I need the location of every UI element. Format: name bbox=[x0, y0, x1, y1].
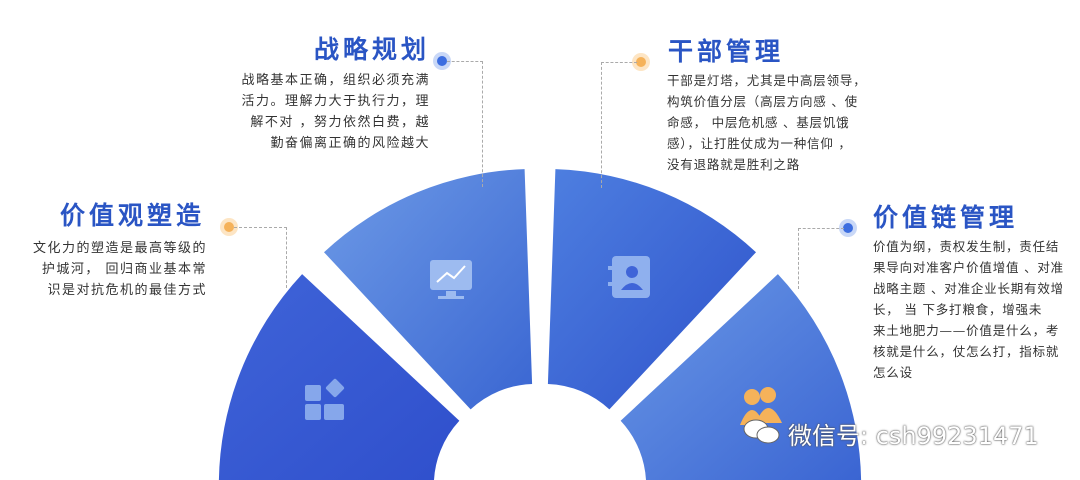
desc-line: 解不对 ，努力依然白费，越 bbox=[250, 115, 430, 130]
segment-strategy bbox=[323, 169, 533, 410]
wechat-people-icon bbox=[740, 387, 782, 444]
connector-line bbox=[447, 61, 483, 187]
desc-line: 价值为纲，责权发生制，责任结 bbox=[873, 239, 1060, 254]
connector-line bbox=[234, 227, 287, 288]
connector-line bbox=[798, 228, 844, 289]
desc-line: 命感， 中层危机感 、基层饥饿 bbox=[667, 115, 850, 130]
desc-line: 战略基本正确，组织必须充满 bbox=[241, 73, 430, 88]
section-title-values: 价值观塑造 bbox=[59, 201, 205, 230]
desc-line: 活力。理解力大于执行力，理 bbox=[241, 94, 430, 109]
desc-line: 战略主题 、对准企业长期有效增 bbox=[873, 281, 1064, 296]
section-desc-cadres: 干部是灯塔，尤其是中高层领导， 构筑价值分层（高层方向感 、使 命感， 中层危机… bbox=[667, 70, 887, 175]
watermark: 微信号: csh99231471 bbox=[788, 422, 1039, 450]
segment-value-chain bbox=[620, 274, 862, 480]
desc-line: 核就是什么，仗怎么打，指标就 bbox=[873, 344, 1060, 359]
segment-values bbox=[218, 274, 460, 480]
desc-line: 识是对抗危机的最佳方式 bbox=[47, 283, 207, 298]
connector-dot bbox=[636, 57, 646, 67]
desc-line: 长， 当 下多打粮食，增强未 bbox=[873, 302, 1043, 317]
section-desc-strategy: 战略基本正确，组织必须充满 活力。理解力大于执行力，理 解不对 ，努力依然白费，… bbox=[220, 70, 430, 154]
desc-line: 怎么设 bbox=[873, 365, 913, 380]
desc-line: 干部是灯塔，尤其是中高层领导， bbox=[667, 73, 867, 88]
desc-line: 勤奋偏离正确的风险越大 bbox=[270, 136, 430, 151]
section-desc-value-chain: 价值为纲，责权发生制，责任结 果导向对准客户价值增值 、对准 战略主题 、对准企… bbox=[873, 236, 1080, 383]
segment-cadres bbox=[547, 169, 757, 410]
desc-line: 构筑价值分层（高层方向感 、使 bbox=[667, 94, 858, 109]
section-title-cadres: 干部管理 bbox=[668, 37, 785, 66]
connector-line bbox=[601, 62, 637, 188]
section-title-strategy: 战略规划 bbox=[313, 35, 430, 64]
monitor-chart-icon bbox=[430, 260, 472, 299]
connector-dot bbox=[843, 223, 853, 233]
desc-line: 来土地肥力——价值是什么，考 bbox=[873, 323, 1060, 338]
section-desc-values: 文化力的塑造是最高等级的 护城河， 回归商业基本常 识是对抗危机的最佳方式 bbox=[0, 238, 207, 301]
desc-line: 护城河， 回归商业基本常 bbox=[41, 262, 207, 277]
desc-line: 没有退路就是胜利之路 bbox=[667, 157, 801, 172]
contact-card-icon bbox=[608, 256, 650, 298]
desc-line: 文化力的塑造是最高等级的 bbox=[32, 241, 207, 256]
blocks-icon bbox=[305, 378, 345, 420]
desc-line: 果导向对准客户价值增值 、对准 bbox=[873, 260, 1064, 275]
connector-dot bbox=[224, 222, 234, 232]
connector-dot bbox=[437, 56, 447, 66]
section-title-value-chain: 价值链管理 bbox=[873, 203, 1019, 232]
desc-line: 感），让打胜仗成为一种信仰 ， bbox=[667, 136, 852, 151]
